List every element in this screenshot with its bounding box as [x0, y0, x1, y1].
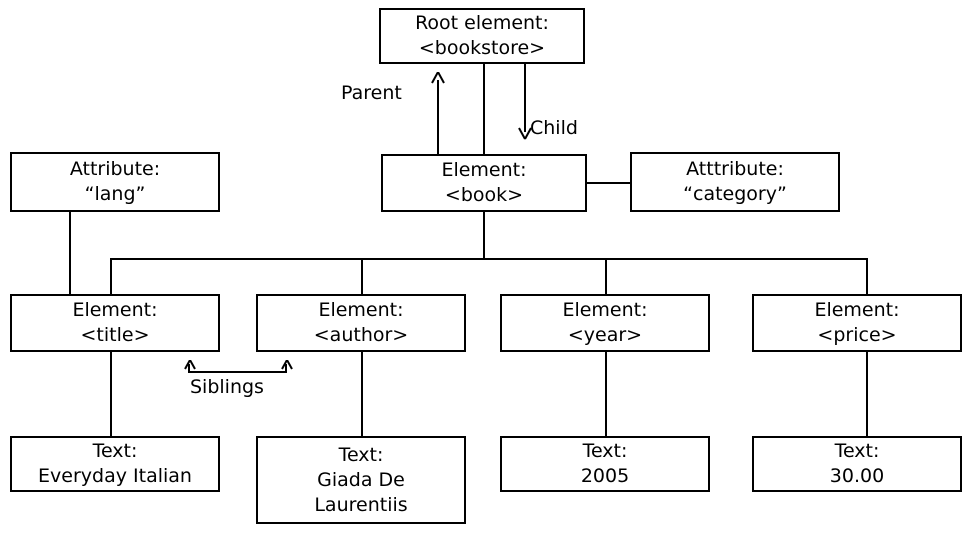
- node-text-2005[interactable]: Text: 2005: [500, 436, 710, 492]
- node-text-price-line2: 30.00: [829, 465, 885, 487]
- edge-attr-lang-to-title: [69, 212, 71, 294]
- edge-bus-drop-author: [110, 258, 112, 294]
- edge-children-bus: [110, 258, 868, 260]
- node-root-line1: Root element:: [415, 12, 549, 34]
- node-attr-lang-line1: Attribute:: [69, 158, 161, 180]
- edge-book-to-bus: [483, 212, 485, 260]
- edge-child-arrow-shaft: [524, 62, 526, 132]
- node-element-title[interactable]: Element: <title>: [10, 294, 220, 352]
- node-year-line1: Element:: [562, 299, 648, 321]
- siblings-right-arrow-head-icon: [280, 360, 294, 372]
- node-element-book[interactable]: Element: <book>: [381, 154, 587, 212]
- node-text-author-line1: Text:: [338, 443, 384, 466]
- label-child: Child: [530, 117, 578, 139]
- node-title-line1: Element:: [72, 299, 158, 321]
- node-book-line2: <book>: [444, 184, 524, 206]
- node-text-price-line1: Text:: [834, 440, 880, 462]
- edge-year-to-text: [605, 352, 607, 436]
- node-text-30-00[interactable]: Text: 30.00: [752, 436, 962, 492]
- node-element-price[interactable]: Element: <price>: [752, 294, 962, 352]
- edge-siblings-left-stem: [188, 364, 190, 373]
- edge-siblings-right-stem: [285, 364, 287, 373]
- node-text-title-line2: Everyday Italian: [38, 465, 192, 487]
- edge-bus-drop-year: [605, 258, 607, 294]
- node-author-line1: Element:: [318, 299, 404, 321]
- node-attribute-category[interactable]: Atttribute: “category”: [630, 152, 840, 212]
- edge-bus-drop-price: [866, 258, 868, 294]
- edge-price-to-text: [866, 352, 868, 436]
- siblings-left-arrow-head-icon: [183, 360, 197, 372]
- parent-arrow-head-icon: [430, 72, 446, 86]
- node-element-year[interactable]: Element: <year>: [500, 294, 710, 352]
- edge-parent-arrow-shaft: [437, 80, 439, 154]
- label-siblings: Siblings: [190, 376, 264, 398]
- node-text-title-line1: Text:: [92, 440, 138, 462]
- node-attribute-lang[interactable]: Attribute: “lang”: [10, 152, 220, 212]
- node-attr-category-line1: Atttribute:: [686, 158, 784, 180]
- node-text-year-line2: 2005: [580, 465, 630, 487]
- edge-bus-drop-title: [361, 258, 363, 294]
- node-text-author-line2: Giada De: [317, 468, 405, 491]
- node-author-line2: <author>: [313, 324, 409, 346]
- node-element-author[interactable]: Element: <author>: [256, 294, 466, 352]
- node-book-line1: Element:: [441, 159, 527, 181]
- edge-root-to-book: [483, 62, 485, 154]
- node-text-author-line3: Laurentiis: [314, 493, 408, 516]
- node-text-year-line1: Text:: [582, 440, 628, 462]
- node-price-line2: <price>: [817, 324, 897, 346]
- node-attr-lang-line2: “lang”: [84, 183, 146, 205]
- child-arrow-head-icon: [517, 126, 533, 140]
- node-year-line2: <year>: [567, 324, 643, 346]
- edge-author-to-text: [361, 352, 363, 436]
- edge-book-to-attr-category: [586, 182, 631, 184]
- node-text-giada-de-laurentiis[interactable]: Text: Giada De Laurentiis: [256, 436, 466, 524]
- node-root-line2: <bookstore>: [418, 37, 546, 59]
- node-root-bookstore[interactable]: Root element: <bookstore>: [379, 8, 585, 64]
- label-parent: Parent: [341, 82, 402, 104]
- edge-siblings-bar: [188, 371, 287, 373]
- edge-title-to-text: [110, 352, 112, 436]
- node-text-everyday-italian[interactable]: Text: Everyday Italian: [10, 436, 220, 492]
- node-attr-category-line2: “category”: [683, 183, 787, 205]
- node-price-line1: Element:: [814, 299, 900, 321]
- node-title-line2: <title>: [80, 324, 150, 346]
